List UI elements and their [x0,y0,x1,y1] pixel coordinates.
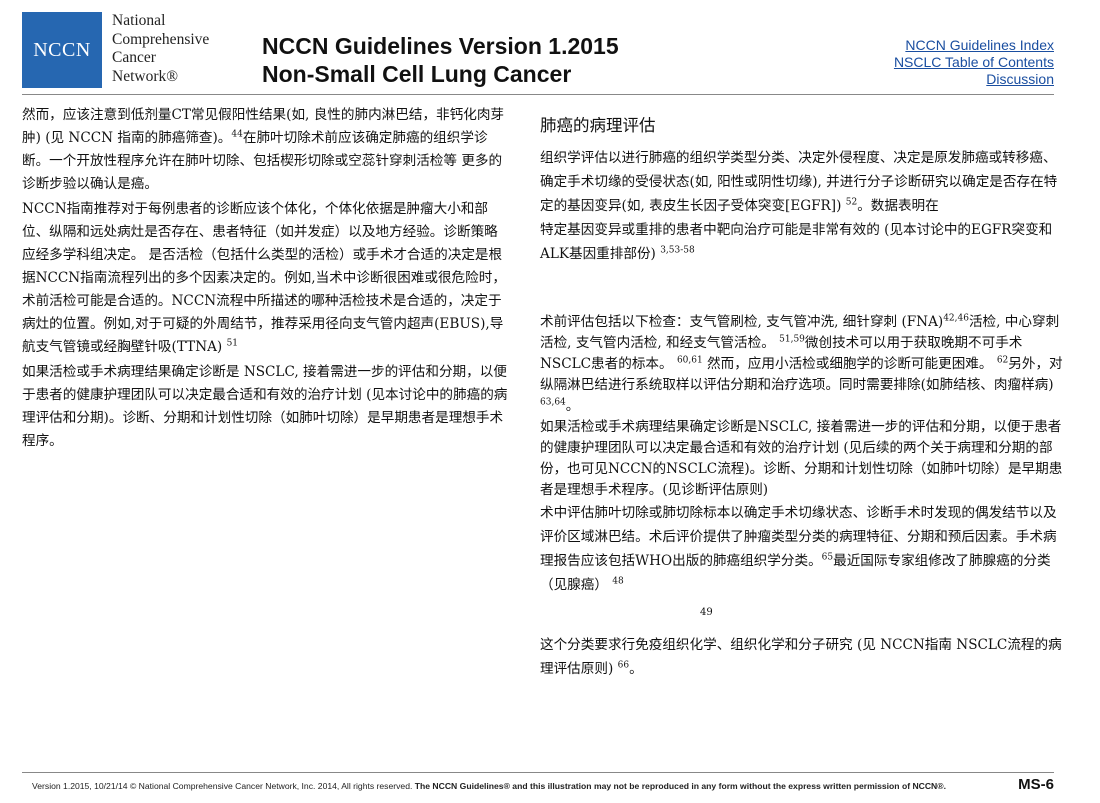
right-p2-text: 特定基因变异或重排的患者中靶向治疗可能是非常有效的 (见本讨论中的EGFR突变和… [540,222,1053,262]
right-p5-text: 术中评估肺叶切除或肺切除标本以确定手术切缘状态、诊断手术时发现的偶发结节以及评价… [540,505,1057,569]
citation: 42,46 [943,313,969,324]
top-links: NCCN Guidelines Index NSCLC Table of Con… [894,37,1054,88]
right-p6-tail: 。 [629,661,643,677]
logo-line-2: Comprehensive [112,30,210,48]
inline-page-number: 49 [700,607,713,618]
left-paragraph-2: NCCN指南推荐对于每例患者的诊断应该个体化，个体化依据是肿瘤大小和部位、纵隔和… [22,198,510,359]
left-p1-text: 然而，应该注意到低剂量CT常见假阳性结果(如, 良性的肺内淋巴结，非钙化肉芽肿)… [22,107,505,146]
guidelines-index-link[interactable]: NCCN Guidelines Index [905,37,1054,53]
logo-line-1: National [112,12,166,29]
page-title: NCCN Guidelines Version 1.2015 Non-Small… [262,32,619,88]
right-p1-text: 组织学评估以进行肺癌的组织学类型分类、决定外侵程度、决定是原发肺癌或转移癌、确定… [540,150,1058,214]
right-paragraph-2: 特定基因变异或重排的患者中靶向治疗可能是非常有效的 (见本讨论中的EGFR突变和… [540,218,1070,266]
left-paragraph-3: 如果活检或手术病理结果确定诊断是 NSCLC, 接着需进一步的评估和分期，以便于… [22,364,508,449]
citation: 44 [231,129,243,140]
citation: 60,61 [676,355,703,366]
logo-line-4: Network® [112,67,179,85]
nccn-logo: NCCN National Comprehensive Cancer Netwo… [22,12,209,88]
footer-permission-text: The NCCN Guidelines® and this illustrati… [414,781,946,791]
right-p3-end: 。 [565,398,580,414]
right-p6-text: 这个分类要求行免疫组织化学、组织化学和分子研究 (见 NCCN指南 NSCLC流… [540,637,1062,677]
left-paragraph-1: 然而，应该注意到低剂量CT常见假阳性结果(如, 良性的肺内淋巴结，非钙化肉芽肿)… [22,104,510,196]
logo-box: NCCN [22,12,102,88]
logo-text: National Comprehensive Cancer Network® [112,12,209,86]
discussion-link[interactable]: Discussion [986,71,1054,87]
footer-version-text: Version 1.2015, 10/21/14 © National Comp… [32,781,415,791]
right-paragraph-1: 组织学评估以进行肺癌的组织学类型分类、决定外侵程度、决定是原发肺癌或转移癌、确定… [540,146,1070,218]
title-line-1: NCCN Guidelines Version 1.2015 [262,33,619,59]
right-paragraph-5: 术中评估肺叶切除或肺切除标本以确定手术切缘状态、诊断手术时发现的偶发结节以及评价… [540,501,1070,597]
logo-line-3: Cancer [112,49,156,66]
left-p1-tail: 在肺叶切除术前应该确定肺癌的组织学诊断。一个开放性程序允许在肺叶切除、包括楔形切… [22,130,503,192]
citation: 62 [996,355,1009,366]
page-number: MS-6 [1018,776,1054,793]
citation: 51,59 [779,334,805,345]
citation: 63,64 [540,397,566,408]
citation: 65 [821,552,834,563]
right-paragraph-4: 如果活检或手术病理结果确定诊断是NSCLC, 接着需进一步的评估和分期，以便于患… [540,419,1063,498]
right-p1-tail: 。数据表明在 [857,198,939,214]
title-line-2: Non-Small Cell Lung Cancer [262,61,572,87]
footer-copyright: Version 1.2015, 10/21/14 © National Comp… [32,781,946,791]
citation: 48 [612,576,624,587]
citation: 51 [226,338,239,349]
right-p3-mid2: 微创技术可以用于获取晚期不可手术NSCLC患者的标本。 [540,335,1023,372]
left-column: 然而，应该注意到低剂量CT常见假阳性结果(如, 良性的肺内淋巴结，非钙化肉芽肿)… [22,104,510,453]
section-heading: 肺癌的病理评估 [540,116,656,135]
right-p3-mid4: 另外，对纵隔淋巴结进行系统取样以评估分期和治疗选项。同时需要排除(如肺结核、肉瘤… [540,356,1063,393]
right-paragraph-6: 这个分类要求行免疫组织化学、组织化学和分子研究 (见 NCCN指南 NSCLC流… [540,633,1070,681]
citation: 66 [617,660,630,671]
header-divider [22,94,1054,95]
table-of-contents-link[interactable]: NSCLC Table of Contents [893,54,1054,70]
right-p3-text: 术前评估包括以下检查：支气管刷检, 支气管冲洗, 细针穿刺 (FNA) [540,314,944,330]
right-paragraph-3: 术前评估包括以下检查：支气管刷检, 支气管冲洗, 细针穿刺 (FNA)42,46… [540,312,1070,417]
footer-divider [22,772,1054,773]
left-p2-text: NCCN指南推荐对于每例患者的诊断应该个体化，个体化依据是肿瘤大小和部位、纵隔和… [22,201,506,355]
citation: 3,53-58 [660,245,695,256]
right-p3-mid3: 然而，应用小活检或细胞学的诊断可能更困难。 [707,356,993,372]
right-p3-mid: 活检, 中心穿刺活检, 支气管内活检, 和经支气管活检。 [540,314,1060,351]
right-column: 肺癌的病理评估 组织学评估以进行肺癌的组织学类型分类、决定外侵程度、决定是原发肺… [540,114,1070,681]
right-p5-mid: 最近国际专家组修改了肺腺癌的分类（见腺癌） [540,553,1051,593]
citation: 52 [845,197,858,208]
